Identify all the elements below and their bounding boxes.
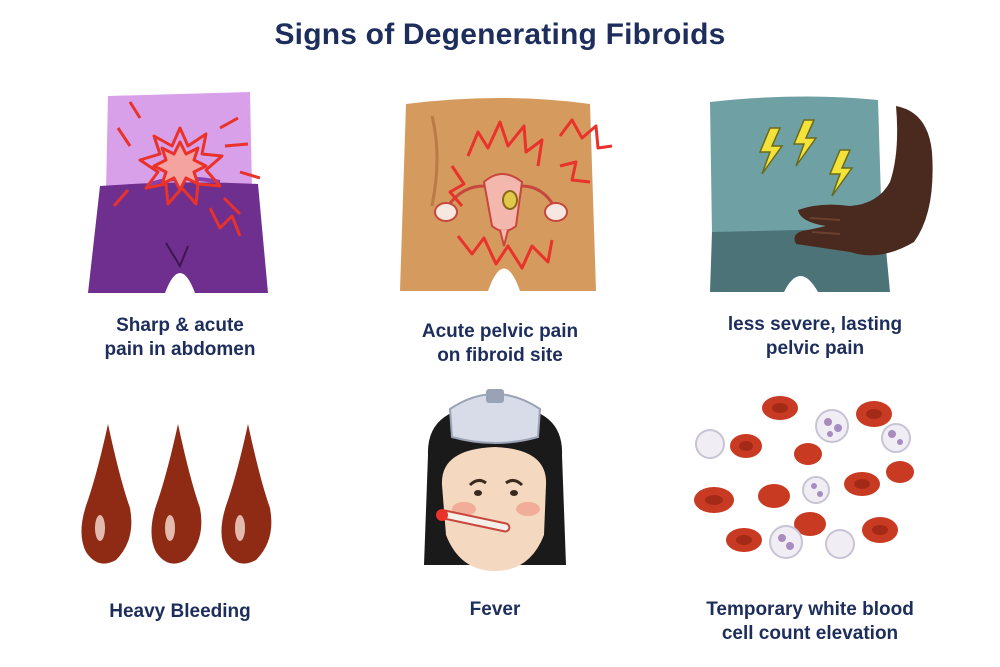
sign-caption-lasting-pain: less severe, lasting pelvic pain	[700, 313, 930, 361]
caption-line: Heavy Bleeding	[109, 601, 251, 622]
blood-cells-illustration	[694, 396, 914, 559]
sign-caption-pelvic-pain: Acute pelvic pain on fibroid site	[390, 320, 610, 368]
sign-caption-abdomen-pain: Sharp & acute pain in abdomen	[70, 314, 290, 362]
caption-line: Acute pelvic pain	[421, 321, 579, 342]
blood-drops-illustration	[81, 424, 272, 564]
caption-line: Sharp & acute	[116, 315, 244, 336]
caption-line: on fibroid site	[437, 345, 563, 366]
caption-line: pelvic pain	[765, 338, 865, 359]
pelvic-pain-illustration	[400, 98, 613, 291]
caption-line: less severe, lasting	[727, 314, 903, 335]
caption-line: Fever	[469, 599, 521, 620]
caption-line: Temporary white blood	[706, 599, 914, 620]
fever-illustration	[424, 389, 566, 571]
lasting-pain-illustration	[710, 96, 933, 292]
page-title: Signs of Degenerating Fibroids	[274, 18, 726, 51]
caption-line: cell count elevation	[721, 623, 899, 644]
sign-caption-fever: Fever	[395, 598, 595, 622]
sign-caption-wbc-elevation: Temporary white blood cell count elevati…	[670, 598, 950, 646]
abdomen-pain-illustration	[88, 92, 268, 293]
sign-caption-heavy-bleeding: Heavy Bleeding	[60, 600, 300, 624]
caption-line: pain in abdomen	[104, 339, 256, 360]
